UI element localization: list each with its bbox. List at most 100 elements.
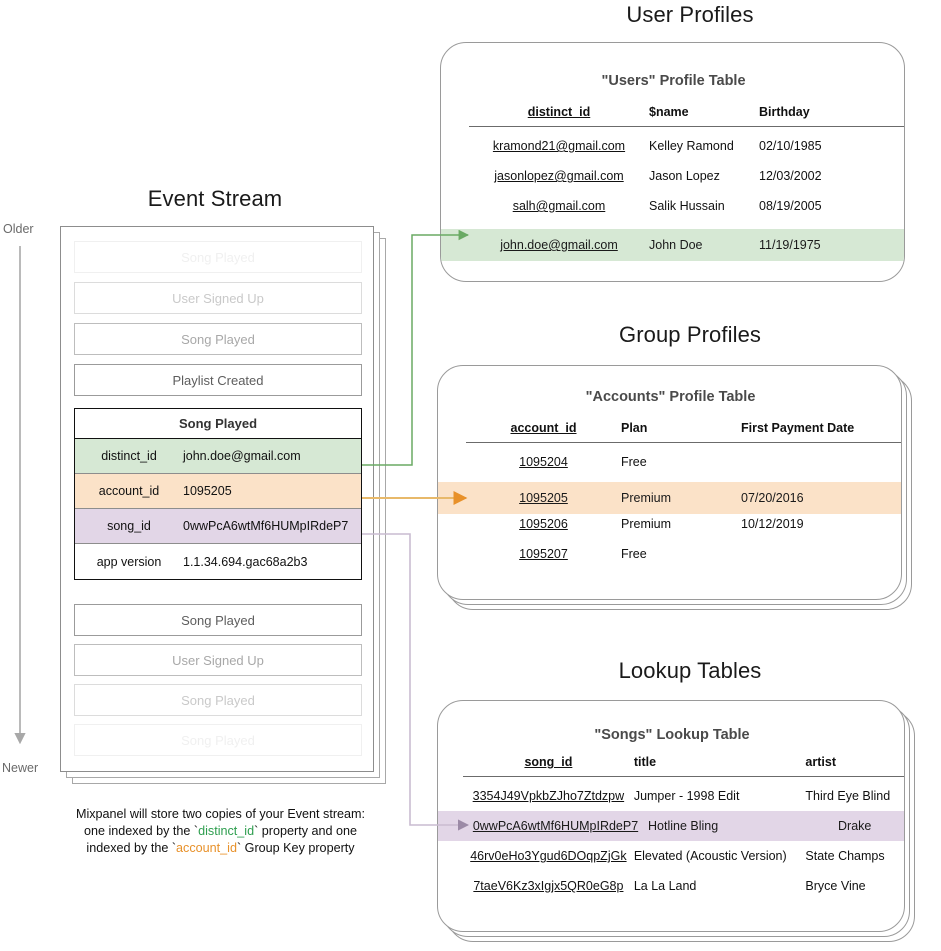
- table-row[interactable]: 46rv0eHo3Ygud6DOqpZjGk Elevated (Acousti…: [463, 841, 904, 871]
- col-header-birthday: Birthday: [759, 105, 810, 119]
- cell-artist: Third Eye Blind: [805, 789, 891, 803]
- property-value: 1095205: [183, 484, 232, 498]
- selected-event-card[interactable]: Song Played distinct_id john.doe@gmail.c…: [74, 408, 362, 580]
- cell-artist: State Champs: [805, 849, 885, 863]
- cell-account-id: 1095204: [519, 455, 568, 469]
- cell-distinct-id: jasonlopez@gmail.com: [494, 169, 624, 183]
- cell-account-id: 1095206: [519, 517, 568, 531]
- event-item[interactable]: User Signed Up: [74, 644, 362, 676]
- caption-line3-post: ` Group Key property: [236, 841, 355, 855]
- cell-song-id: 46rv0eHo3Ygud6DOqpZjGk: [470, 849, 627, 863]
- cell-artist: Bryce Vine: [805, 879, 866, 893]
- table-header-row: song_id title artist: [463, 755, 904, 777]
- songs-table-title: "Songs" Lookup Table: [594, 727, 750, 743]
- songs-lookup-card: "Songs" Lookup Table song_id title artis…: [437, 700, 905, 932]
- event-item[interactable]: User Signed Up: [74, 282, 362, 314]
- cell-first-payment-date: 07/20/2016: [741, 491, 804, 505]
- table-row[interactable]: 1095204 Free: [466, 443, 901, 478]
- cell-birthday: 02/10/1985: [759, 139, 822, 153]
- col-header-distinct-id: distinct_id: [527, 105, 591, 119]
- accounts-highlighted-row[interactable]: 1095205 Premium 07/20/2016: [438, 482, 901, 514]
- cell-title: Hotline Bling: [648, 819, 719, 833]
- cell-birthday: 11/19/1975: [759, 238, 821, 252]
- cell-name: John Doe: [649, 238, 703, 252]
- users-highlighted-row[interactable]: john.doe@gmail.com John Doe 11/19/1975: [441, 229, 904, 261]
- caption-line3-pre: indexed by the `: [86, 841, 177, 855]
- cell-name: Salik Hussain: [649, 199, 725, 213]
- cell-distinct-id: kramond21@gmail.com: [492, 139, 626, 153]
- accounts-table-title: "Accounts" Profile Table: [585, 389, 756, 405]
- cell-song-id: 0wwPcA6wtMf6HUMpIRdeP7: [472, 819, 639, 833]
- event-item[interactable]: Song Played: [74, 604, 362, 636]
- group-profiles-panel: "Accounts" Profile Table account_id Plan…: [437, 365, 927, 615]
- cell-song-id: 7taeV6Kz3xIgjx5QR0eG8p: [473, 879, 624, 893]
- cell-plan: Premium: [621, 517, 672, 531]
- event-property-account-id[interactable]: account_id 1095205: [75, 474, 361, 509]
- property-key: account_id: [98, 484, 160, 498]
- users-table: distinct_id $name Birthday kramond21@gma…: [469, 105, 904, 221]
- table-row[interactable]: 7taeV6Kz3xIgjx5QR0eG8p La La Land Bryce …: [463, 871, 904, 901]
- lookup-tables-title: Lookup Tables: [618, 658, 762, 683]
- property-value: 0wwPcA6wtMf6HUMpIRdeP7: [183, 519, 349, 533]
- selected-event-name: Song Played: [75, 409, 361, 439]
- caption-line-2: one indexed by the `distinct_id` propert…: [28, 823, 413, 840]
- property-key: song_id: [107, 519, 151, 533]
- users-profile-card: "Users" Profile Table distinct_id $name …: [440, 42, 905, 282]
- user-profiles-title: User Profiles: [626, 2, 754, 27]
- group-profiles-title: Group Profiles: [618, 322, 761, 347]
- col-header-title: title: [633, 755, 657, 769]
- table-row[interactable]: 1095207 Free: [466, 539, 901, 569]
- accounts-table: account_id Plan First Payment Date 10952…: [466, 421, 901, 569]
- lookup-tables-panel: "Songs" Lookup Table song_id title artis…: [437, 700, 927, 948]
- caption-line-3: indexed by the `account_id` Group Key pr…: [28, 840, 413, 857]
- table-row[interactable]: kramond21@gmail.com Kelley Ramond 02/10/…: [469, 127, 904, 162]
- cell-title: Elevated (Acoustic Version): [633, 849, 787, 863]
- cell-plan: Free: [621, 455, 647, 469]
- cell-birthday: 12/03/2002: [759, 169, 822, 183]
- caption-line2-pre: one indexed by the `: [83, 824, 199, 838]
- cell-name: Jason Lopez: [649, 169, 720, 183]
- event-item[interactable]: Playlist Created: [74, 364, 362, 396]
- table-row[interactable]: salh@gmail.com Salik Hussain 08/19/2005: [469, 191, 904, 221]
- property-key: distinct_id: [101, 449, 157, 463]
- cell-name: Kelley Ramond: [649, 139, 734, 153]
- property-value: john.doe@gmail.com: [183, 449, 301, 463]
- col-header-account-id: account_id: [510, 421, 577, 435]
- cell-distinct-id: salh@gmail.com: [512, 199, 606, 213]
- cell-artist: Drake: [838, 819, 872, 833]
- event-stream-title: Event Stream: [147, 186, 283, 211]
- event-item[interactable]: Song Played: [74, 684, 362, 716]
- table-row[interactable]: 3354J49VpkbZJho7Ztdzpw Jumper - 1998 Edi…: [463, 777, 904, 812]
- cell-plan: Free: [621, 547, 647, 561]
- caption-token-account-id: account_id: [176, 841, 237, 855]
- cell-birthday: 08/19/2005: [759, 199, 822, 213]
- event-property-song-id[interactable]: song_id 0wwPcA6wtMf6HUMpIRdeP7: [75, 509, 361, 544]
- songs-highlighted-row[interactable]: 0wwPcA6wtMf6HUMpIRdeP7 Hotline Bling Dra…: [438, 811, 904, 841]
- event-property-app-version[interactable]: app version 1.1.34.694.gac68a2b3: [75, 544, 361, 579]
- diagram-caption: Mixpanel will store two copies of your E…: [28, 806, 413, 857]
- cell-plan: Premium: [621, 491, 672, 505]
- col-header-plan: Plan: [621, 421, 648, 435]
- event-item[interactable]: Song Played: [74, 323, 362, 355]
- cell-distinct-id: john.doe@gmail.com: [500, 238, 618, 252]
- caption-token-distinct-id: distinct_id: [198, 824, 255, 838]
- user-profiles-panel: "Users" Profile Table distinct_id $name …: [440, 42, 920, 282]
- table-row[interactable]: jasonlopez@gmail.com Jason Lopez 12/03/2…: [469, 161, 904, 191]
- col-header-first-payment-date: First Payment Date: [741, 421, 855, 435]
- cell-title: La La Land: [633, 879, 697, 893]
- event-item[interactable]: Song Played: [74, 724, 362, 756]
- cell-first-payment-date: 10/12/2019: [741, 517, 804, 531]
- cell-song-id: 3354J49VpkbZJho7Ztdzpw: [472, 789, 625, 803]
- cell-account-id: 1095207: [519, 547, 568, 561]
- axis-label-older: Older: [3, 222, 34, 236]
- songs-table: song_id title artist 3354J49VpkbZJho7Ztd…: [463, 755, 904, 901]
- table-row[interactable]: 1095206 Premium 10/12/2019: [466, 509, 901, 539]
- axis-label-newer: Newer: [2, 761, 39, 775]
- event-stream-panel: Song Played User Signed Up Song Played P…: [60, 226, 390, 786]
- event-property-distinct-id[interactable]: distinct_id john.doe@gmail.com: [75, 439, 361, 474]
- col-header-name: $name: [649, 105, 689, 119]
- event-item[interactable]: Song Played: [74, 241, 362, 273]
- property-key: app version: [96, 554, 162, 569]
- cell-title: Jumper - 1998 Edit: [633, 789, 740, 803]
- table-header-row: account_id Plan First Payment Date: [466, 421, 901, 443]
